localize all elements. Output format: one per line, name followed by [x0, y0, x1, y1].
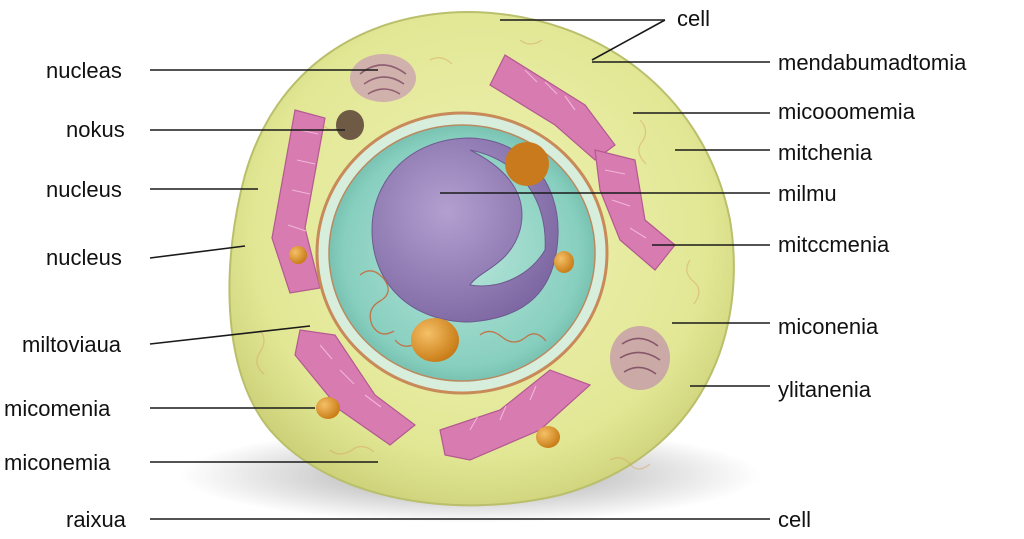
- label-micooomemia: micooomemia: [778, 99, 916, 124]
- label-raixua: raixua: [66, 507, 127, 532]
- mitochondria-cristae: [287, 69, 647, 431]
- label-micomenia: micomenia: [4, 396, 111, 421]
- label-nucleus-1: nucleus: [46, 177, 122, 202]
- label-miconemia: miconemia: [4, 450, 111, 475]
- label-miconenia: miconenia: [778, 314, 879, 339]
- vesicles: [289, 110, 574, 448]
- label-mitccmenia: mitccmenia: [778, 232, 890, 257]
- label-miltoviaua: miltoviaua: [22, 332, 122, 357]
- label-cell-top: cell: [677, 6, 710, 31]
- label-milmu: milmu: [778, 181, 837, 206]
- label-ylitanenia: ylitanenia: [778, 377, 872, 402]
- label-nucleas: nucleas: [46, 58, 122, 83]
- golgi-right: [610, 326, 670, 390]
- mitochondria: [271, 54, 676, 461]
- nucleolus: [371, 137, 559, 323]
- label-cell-bottom: cell: [778, 507, 811, 532]
- leader-lines: [149, 19, 770, 520]
- label-mitchenia: mitchenia: [778, 140, 873, 165]
- label-mendabumadtomia: mendabumadtomia: [778, 50, 967, 75]
- golgi-top: [350, 54, 416, 102]
- label-nokus: nokus: [66, 117, 125, 142]
- label-nucleus-2: nucleus: [46, 245, 122, 270]
